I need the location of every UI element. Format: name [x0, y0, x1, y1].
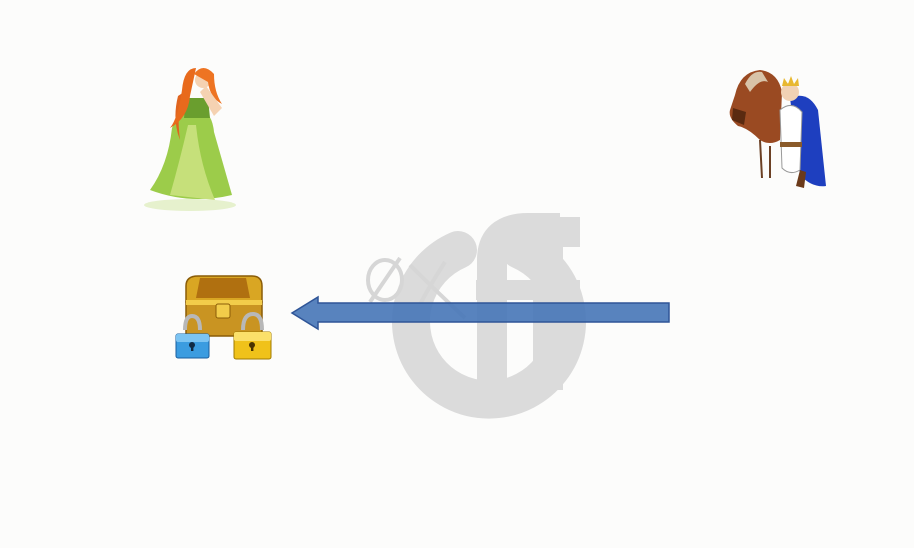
arrow-to-treasure-chest: [290, 295, 670, 331]
watermark-logo: [366, 213, 586, 419]
treasure-chest-icon: [175, 275, 272, 360]
prince-figure: [729, 70, 826, 188]
princess-figure: [144, 68, 236, 211]
